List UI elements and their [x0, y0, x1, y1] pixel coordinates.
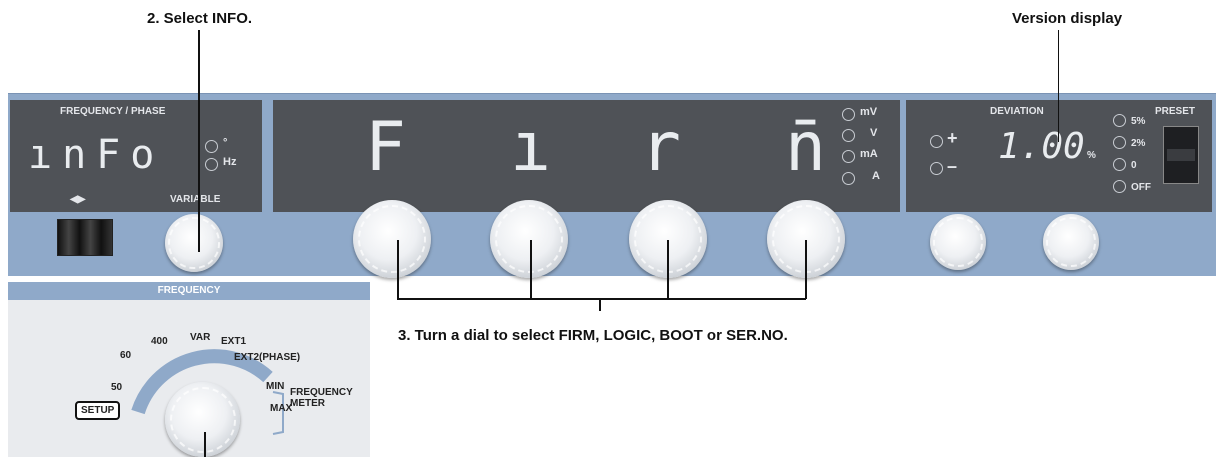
deviation-display: [906, 100, 1212, 212]
freq-option-400: 400: [151, 336, 168, 347]
dial-bracket-3: [667, 240, 669, 299]
mv-led: [842, 108, 855, 121]
freq-option-ext2: EXT2(PHASE): [234, 352, 301, 363]
callout-version-display: Version display: [1012, 10, 1123, 27]
main-display: [273, 100, 900, 212]
degree-led: [205, 140, 218, 153]
frequency-arc: [131, 349, 284, 435]
digit-dial-1[interactable]: [353, 200, 431, 278]
preset-switch-slot: [1167, 149, 1195, 161]
frequency-phase-title: FREQUENCY / PHASE: [60, 106, 166, 117]
main-digit-2: ı: [510, 108, 551, 187]
a-led: [842, 172, 855, 185]
ma-unit: mA: [860, 148, 878, 160]
preset-2-led: [1113, 136, 1126, 149]
a-unit: A: [872, 170, 880, 182]
freq-option-50: 50: [111, 382, 123, 393]
hz-unit: Hz: [223, 156, 237, 168]
freq-option-ext1: EXT1: [221, 336, 247, 347]
digit-dial-2[interactable]: [490, 200, 568, 278]
callout-select-info: 2. Select INFO.: [147, 10, 253, 27]
version-leader: [1058, 30, 1059, 142]
plus-label: +: [947, 128, 958, 148]
frequency-dial-leader: [204, 432, 206, 457]
frequency-selector-dial[interactable]: [165, 382, 240, 457]
preset-2-label: 2%: [1131, 138, 1146, 149]
frequency-section-title: FREQUENCY: [8, 282, 370, 300]
dial-bracket-stem: [599, 299, 601, 311]
dial-bracket-left: [397, 240, 399, 299]
frequency-phase-display: [10, 100, 262, 212]
preset-label: PRESET: [1155, 106, 1196, 117]
frequency-section: FREQUENCY 50 60 400 VAR EXT1 EXT2(PHASE)…: [8, 282, 370, 457]
frequency-phase-readout: ınFo: [28, 132, 165, 178]
main-digit-1: F: [365, 108, 406, 187]
hz-led: [205, 158, 218, 171]
freq-option-setup[interactable]: SETUP: [75, 401, 121, 420]
preset-0-led: [1113, 158, 1126, 171]
arrows-label: ◀▶: [70, 194, 86, 205]
mv-unit: mV: [860, 106, 878, 118]
digit-dial-3[interactable]: [629, 200, 707, 278]
main-digit-4: n̄: [785, 108, 826, 187]
freq-option-min: MIN: [266, 381, 285, 392]
deviation-readout: 1.00: [998, 126, 1085, 167]
deviation-title: DEVIATION: [990, 106, 1044, 117]
dial-bracket-right: [805, 240, 807, 299]
preset-0-label: 0: [1131, 160, 1137, 171]
v-unit: V: [870, 127, 878, 139]
frequency-meter-label: FREQUENCY METER: [290, 387, 353, 409]
minus-led: [930, 162, 943, 175]
minus-label: –: [947, 156, 958, 176]
plus-led: [930, 135, 943, 148]
variable-dial[interactable]: [165, 214, 223, 272]
deviation-dial-2[interactable]: [1043, 214, 1099, 270]
degree-unit: °: [223, 137, 228, 149]
preset-off-led: [1113, 180, 1126, 193]
preset-5-led: [1113, 114, 1126, 127]
ma-led: [842, 150, 855, 163]
preset-5-label: 5%: [1131, 116, 1146, 127]
variable-label: VARIABLE: [170, 194, 221, 205]
v-led: [842, 129, 855, 142]
deviation-dial-1[interactable]: [930, 214, 986, 270]
preset-off-label: OFF: [1131, 182, 1151, 193]
callout-turn-dial: 3. Turn a dial to select FIRM, LOGIC, BO…: [398, 327, 788, 344]
freq-option-max: MAX: [270, 403, 293, 414]
preset-switch[interactable]: [1163, 126, 1199, 184]
dial-bracket-horizontal: [397, 298, 806, 300]
select-info-leader: [198, 30, 200, 252]
dial-bracket-2: [530, 240, 532, 299]
freq-option-var: VAR: [190, 332, 211, 343]
freq-option-60: 60: [120, 350, 132, 361]
deviation-percent: %: [1087, 150, 1096, 161]
main-digit-3: r: [640, 108, 681, 187]
toggle-switch[interactable]: [57, 219, 113, 256]
